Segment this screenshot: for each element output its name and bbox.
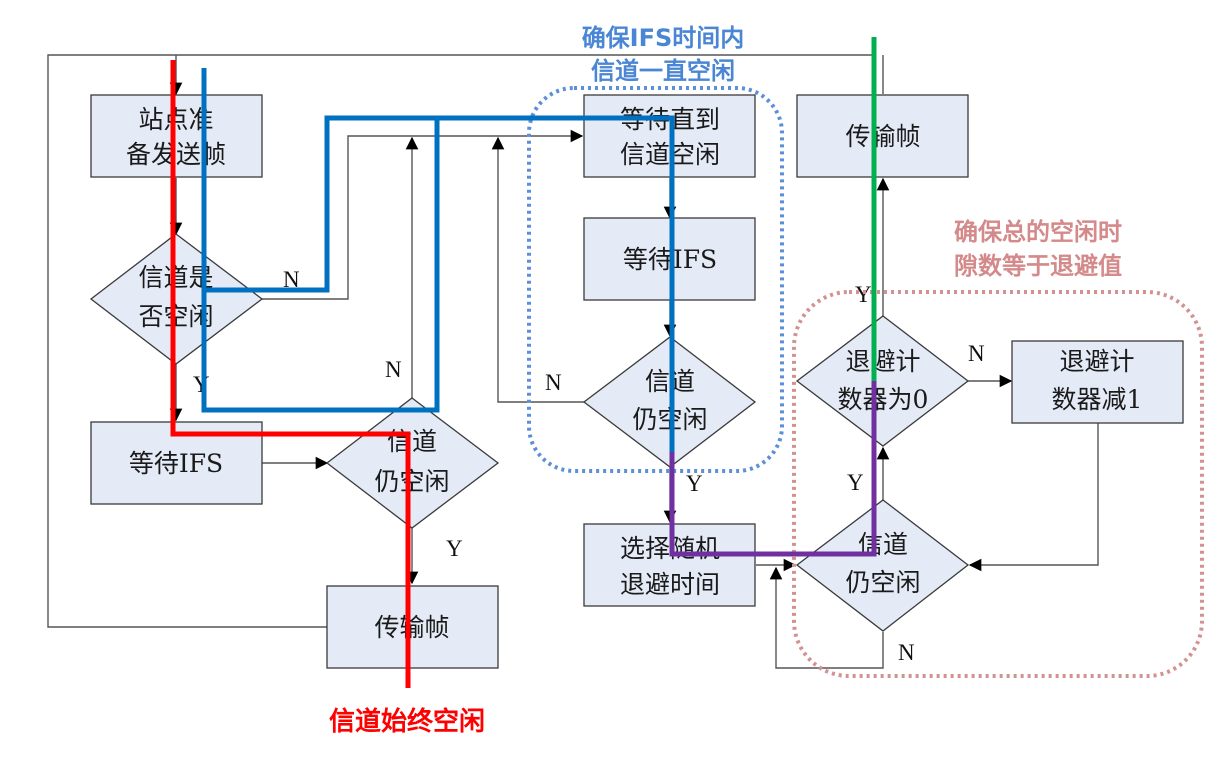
ifs-region-outline xyxy=(527,86,784,473)
edge-label-yes: Y xyxy=(446,536,463,561)
node-counter-decrement: 退避计 数器减1 xyxy=(1011,340,1184,424)
edge-label-yes: Y xyxy=(686,471,703,496)
node-text: 否空闲 xyxy=(138,302,213,331)
node-text: 数器减1 xyxy=(1052,385,1143,414)
arrow-dec-to-idle3 xyxy=(968,423,1099,572)
edge-label-no: N xyxy=(283,267,300,292)
edge-label-no: N xyxy=(385,357,402,382)
edge-label-yes: Y xyxy=(847,470,864,495)
node-still-idle-3: 信道 仍空闲 xyxy=(795,499,970,632)
edge-label-no: N xyxy=(898,640,915,665)
node-text: 传输帧 xyxy=(845,122,920,151)
node-text: 退避时间 xyxy=(620,570,720,599)
arrow-idle3-no-loop xyxy=(769,566,884,669)
node-text: 仍空闲 xyxy=(374,467,449,496)
node-transmit-1: 传输帧 xyxy=(326,585,499,669)
path-backoff xyxy=(669,381,877,557)
node-transmit-2: 传输帧 xyxy=(796,94,969,178)
backoff-region-outline xyxy=(792,290,1204,678)
annotation-always-idle: 信道始终空闲 xyxy=(329,706,485,737)
path-always-idle xyxy=(170,60,411,688)
arrow-no-to-wait xyxy=(262,129,584,300)
node-text: 仍空闲 xyxy=(845,568,920,597)
annotation-backoff-line2: 隙数等于退避值 xyxy=(954,252,1122,280)
path-blue-ifs xyxy=(437,115,675,452)
annotation-backoff-line1: 确保总的空闲时 xyxy=(954,218,1122,246)
node-channel-idle-decision: 信道是 否空闲 xyxy=(89,233,264,365)
annotation-ifs-idle-line1: 确保IFS时间内 xyxy=(582,24,745,52)
arrow-still-idle2-no xyxy=(491,136,584,403)
node-station-ready: 站点准 备发送帧 xyxy=(90,94,263,178)
node-text: 退避计 xyxy=(845,347,920,376)
edge-label-no: N xyxy=(968,341,985,366)
node-text: 传输帧 xyxy=(374,613,449,642)
annotation-ifs-idle-line2: 信道一直空闲 xyxy=(591,57,735,85)
node-still-idle-1: 信道 仍空闲 xyxy=(325,397,500,529)
node-text: 退避计 xyxy=(1059,347,1134,376)
loop-back-connector xyxy=(47,54,876,628)
edge-label-yes: Y xyxy=(855,282,872,307)
node-text: 数器为0 xyxy=(838,385,929,414)
node-counter-zero-decision: 退避计 数器为0 xyxy=(795,315,970,447)
node-text: 备发送帧 xyxy=(126,140,226,169)
node-select-backoff: 选择随机 退避时间 xyxy=(583,523,756,607)
node-text: 信道 xyxy=(387,427,437,456)
node-text: 信道是 xyxy=(138,263,213,292)
edge-label-no: N xyxy=(545,370,562,395)
node-text: 站点准 xyxy=(138,105,213,134)
node-text: 等待IFS xyxy=(129,449,223,478)
